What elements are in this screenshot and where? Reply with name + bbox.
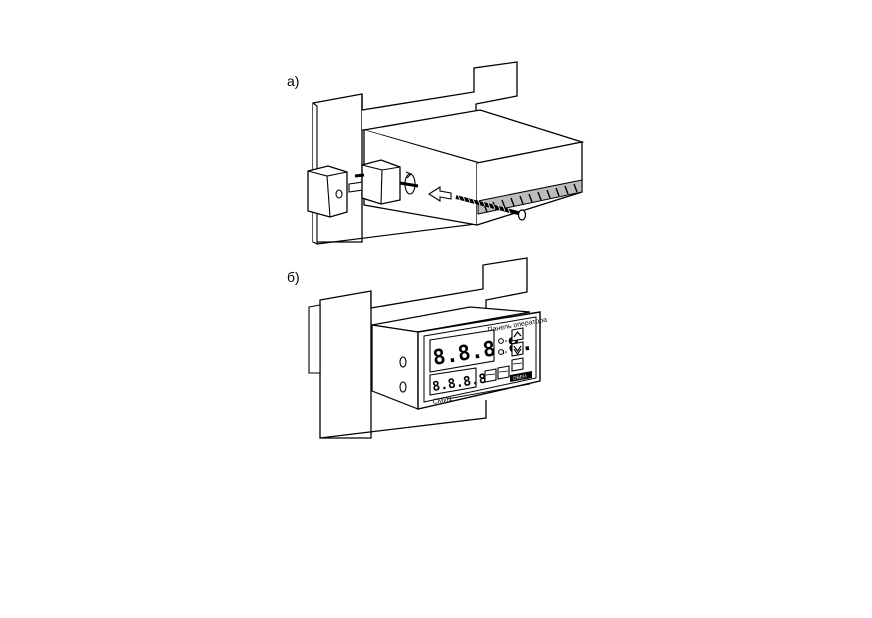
clamp-inner xyxy=(354,159,401,205)
down-button xyxy=(511,341,524,357)
figure-a-label: а) xyxy=(287,73,299,89)
figure-b-label: б) xyxy=(287,269,300,285)
function-button-1 xyxy=(511,357,524,372)
brand-logo-text: OBEH xyxy=(512,374,527,382)
long-screw xyxy=(455,194,527,221)
screw-rotation xyxy=(399,171,419,195)
led-indicator-2 xyxy=(498,349,504,355)
panel-b-top-edge xyxy=(370,257,528,318)
clamp-bracket xyxy=(307,165,348,218)
up-button xyxy=(511,327,524,342)
secondary-display-frame xyxy=(429,367,477,396)
main-display-frame xyxy=(429,329,495,373)
double-chevron-down-icon xyxy=(513,345,522,355)
function-button-3 xyxy=(497,365,510,380)
figure-a: а) xyxy=(287,61,585,245)
tighten-arrow-left xyxy=(427,185,452,203)
panel-b-back-edge xyxy=(308,304,321,374)
panel-b-left-flange xyxy=(319,290,372,439)
brand-logo xyxy=(510,371,532,382)
function-button-2 xyxy=(484,368,497,383)
front-panel: Панель оператора 8.8.8.8. 8.8.8.8 OBE xyxy=(417,311,548,410)
figure-b: б) Панель оператора 8.8.8.8. xyxy=(287,257,548,439)
led-indicator-1 xyxy=(498,338,504,344)
device-name-label: СМИ1 xyxy=(432,396,453,406)
chevron-up-icon xyxy=(513,331,522,338)
